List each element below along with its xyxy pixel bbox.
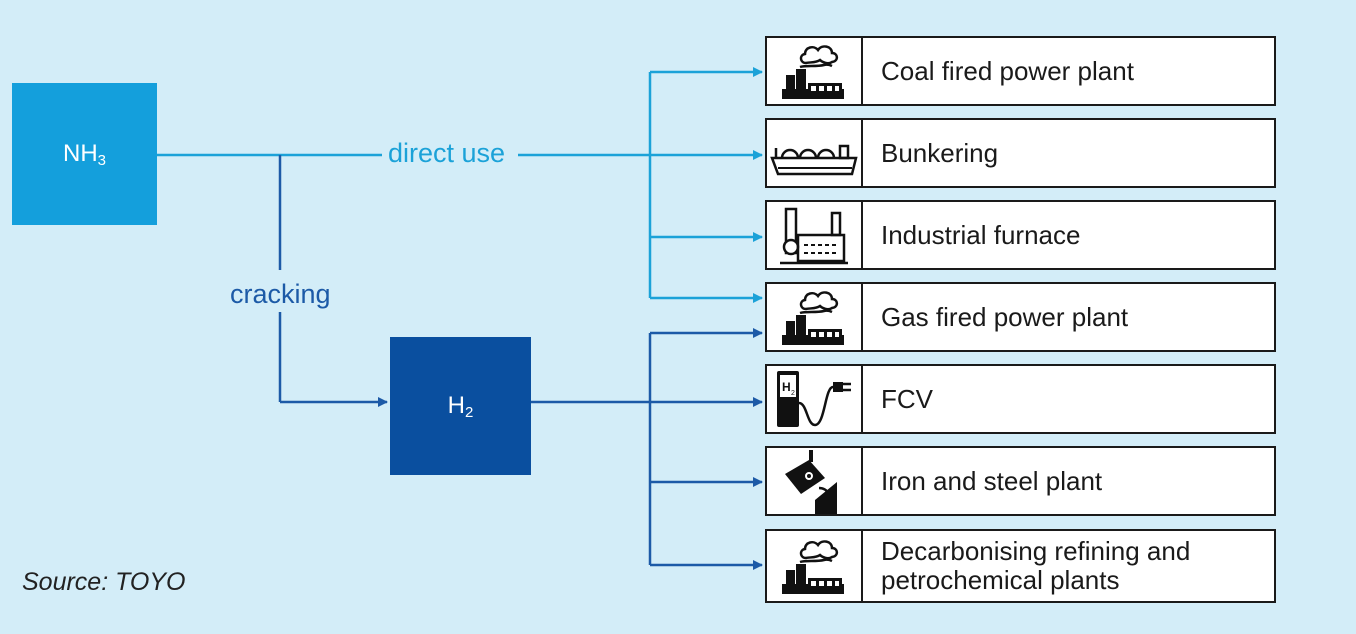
- ship-icon: [767, 120, 863, 186]
- source-caption: Source: TOYO: [22, 568, 186, 596]
- application-row: Decarbonising refining and petrochemical…: [765, 529, 1276, 603]
- application-row: Bunkering: [765, 118, 1276, 188]
- svg-text:2: 2: [791, 390, 795, 397]
- application-row: Coal fired power plant: [765, 36, 1276, 106]
- factory-smoke-icon: [767, 38, 863, 104]
- application-label: Gas fired power plant: [881, 301, 1129, 332]
- nh3-label: NH: [62, 140, 98, 167]
- application-row: Gas fired power plant: [765, 282, 1276, 352]
- h2-subscript: 2: [465, 403, 474, 421]
- application-label: Industrial furnace: [881, 219, 1081, 250]
- nh3-subscript: 3: [97, 151, 106, 169]
- direct-use-connectors: [157, 67, 763, 303]
- application-label: FCV: [881, 383, 933, 414]
- application-label: Decarbonising refining and petrochemical…: [881, 536, 1191, 595]
- ladle-icon: [767, 448, 863, 514]
- hydrogen-connectors: [278, 155, 763, 570]
- application-row: Industrial furnace: [765, 200, 1276, 270]
- application-label: Coal fired power plant: [881, 55, 1134, 86]
- industrial-plant-icon: [767, 202, 863, 268]
- h2-label: H: [447, 392, 465, 419]
- application-label: Bunkering: [881, 137, 999, 168]
- application-label: Iron and steel plant: [881, 465, 1103, 496]
- cracking-label: cracking: [226, 277, 335, 312]
- application-row: H 2 FCV: [765, 364, 1276, 434]
- h2-fuel-pump-icon: H 2: [767, 366, 863, 432]
- factory-smoke-icon: [767, 531, 863, 601]
- factory-smoke-icon: [767, 284, 863, 350]
- application-row: Iron and steel plant: [765, 446, 1276, 516]
- direct-use-label: direct use: [382, 140, 512, 167]
- svg-text:H: H: [782, 380, 791, 394]
